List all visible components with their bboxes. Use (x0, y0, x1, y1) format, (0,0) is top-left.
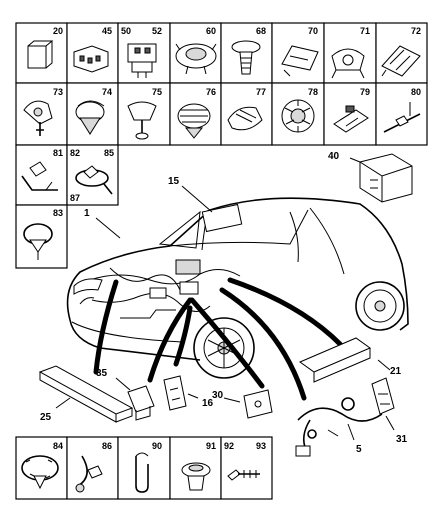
parts-side: 81 82 85 87 83 (15, 144, 119, 269)
part-83-icon (23, 223, 53, 260)
callout-31: 31 (396, 434, 408, 445)
label-92: 92 (224, 441, 234, 451)
part-75-icon (127, 101, 157, 140)
part-76-icon (177, 103, 211, 139)
callout-25: 25 (40, 412, 52, 423)
part-78-icon (281, 99, 315, 133)
part-77-icon (227, 106, 263, 131)
parts-grid-top: 20 45 50 52 60 68 70 71 72 (15, 22, 428, 84)
callout-16: 16 (202, 398, 214, 409)
label-74: 74 (102, 87, 112, 97)
callout-30: 30 (212, 390, 224, 401)
callout-21: 21 (390, 366, 402, 377)
label-93: 93 (256, 441, 266, 451)
label-45: 45 (102, 26, 112, 36)
part-86-icon (75, 455, 103, 493)
parts-grid-second: 73 74 75 76 77 78 79 80 (15, 82, 428, 146)
callout-5: 5 (356, 444, 362, 455)
part-72-icon (381, 45, 421, 77)
part-80-icon (383, 102, 421, 133)
label-82: 82 (70, 148, 80, 158)
leader-lines (93, 277, 343, 401)
part-73-icon (23, 100, 53, 136)
label-77: 77 (256, 87, 266, 97)
car-illustration (66, 197, 409, 379)
label-50: 50 (121, 26, 131, 36)
part-92-93-icon (227, 469, 260, 481)
part-35-icon (127, 385, 155, 421)
label-85: 85 (104, 148, 114, 158)
callout-leaders (55, 157, 395, 441)
part-30-icon (243, 389, 273, 419)
part-20-icon (27, 40, 54, 69)
callout-35: 35 (96, 368, 108, 379)
label-79: 79 (360, 87, 370, 97)
label-80: 80 (411, 87, 421, 97)
label-86: 86 (102, 441, 112, 451)
cell-90 (117, 436, 171, 500)
label-68: 68 (256, 26, 266, 36)
part-5-icon (295, 397, 383, 457)
label-90: 90 (152, 441, 162, 451)
callout-numbers: 1 15 40 21 35 16 30 25 5 31 (40, 151, 408, 455)
part-45-icon (73, 45, 109, 73)
part-31-icon (371, 377, 395, 415)
cell-83 (15, 204, 68, 269)
label-76: 76 (206, 87, 216, 97)
part-40-icon (359, 153, 413, 203)
part-25-icon (38, 365, 134, 423)
part-21-icon (298, 337, 372, 383)
parts-grid-bottom: 84 86 90 91 92 93 (15, 436, 273, 500)
part-16-icon (163, 375, 187, 411)
label-60: 60 (206, 26, 216, 36)
part-50-52-icon (127, 43, 157, 78)
label-73: 73 (53, 87, 63, 97)
callout-parts (38, 153, 413, 457)
label-72: 72 (411, 26, 421, 36)
part-60-icon (175, 43, 217, 75)
part-90-icon (135, 452, 149, 493)
part-68-icon (231, 40, 261, 75)
label-83: 83 (53, 208, 63, 218)
part-71-icon (331, 48, 365, 79)
part-81-icon (21, 161, 58, 191)
cell-92-93 (220, 436, 273, 500)
label-91: 91 (206, 441, 216, 451)
part-70-icon (281, 45, 319, 77)
callout-40: 40 (328, 151, 340, 162)
label-70: 70 (308, 26, 318, 36)
label-20: 20 (53, 26, 63, 36)
callout-15: 15 (168, 176, 180, 187)
label-71: 71 (360, 26, 370, 36)
part-82-85-icon (75, 165, 113, 195)
label-52: 52 (152, 26, 162, 36)
part-79-icon (333, 105, 369, 133)
label-84: 84 (53, 441, 63, 451)
part-84-icon (21, 455, 59, 490)
label-78: 78 (308, 87, 318, 97)
label-87: 87 (70, 193, 80, 203)
part-74-icon (75, 100, 105, 135)
part-91-icon (181, 462, 211, 491)
label-75: 75 (152, 87, 162, 97)
callout-1: 1 (84, 208, 90, 219)
label-81: 81 (53, 148, 63, 158)
